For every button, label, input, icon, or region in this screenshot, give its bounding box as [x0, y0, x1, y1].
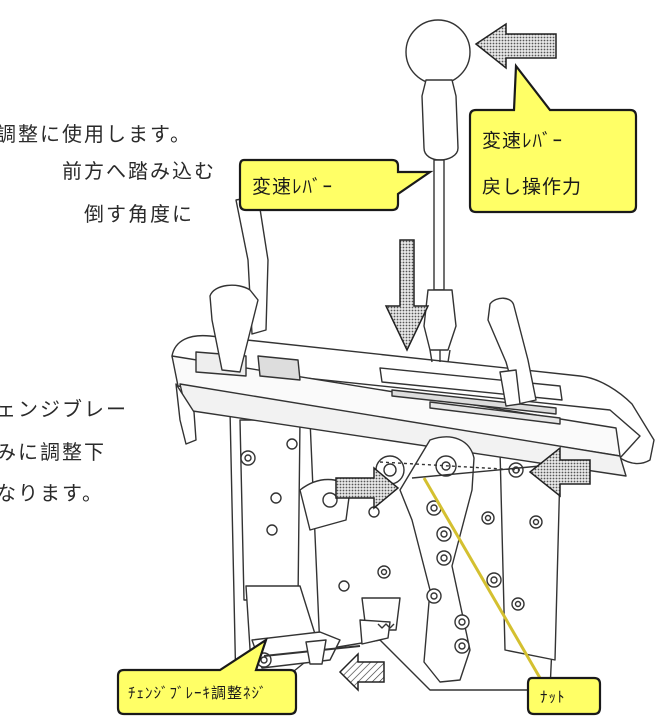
push-down-arrow-icon	[384, 239, 430, 352]
body-text-line-6: なります。	[0, 481, 104, 505]
right-pointing-arrow-icon	[335, 466, 400, 510]
return-force-callout-bubble	[468, 62, 638, 214]
body-text-line-4: ェンジブレー	[0, 397, 128, 421]
nut-callout-bubble	[526, 676, 602, 716]
return-force-arrow-icon	[474, 22, 557, 70]
shift-lever-callout-bubble	[238, 158, 434, 212]
adjust-direction-arrow-icon	[338, 652, 385, 692]
body-text-line-1: 調整に使用します。	[0, 122, 192, 146]
shift-lever-callout-text: 変速ﾚﾊﾞｰ	[252, 176, 334, 198]
body-text-line-3: 倒す角度に	[84, 202, 194, 226]
adjust-screw-callout-bubble	[116, 637, 298, 716]
body-text-line-2: 前方へ踏み込む	[62, 159, 216, 183]
return-force-callout-text-2: 戻し操作力	[482, 176, 583, 198]
body-text-line-5: みに調整下	[0, 440, 106, 464]
return-force-callout-text-1: 変速ﾚﾊﾞｰ	[482, 130, 564, 152]
nut-callout-text: ﾅｯﾄ	[540, 688, 566, 706]
left-pointing-arrow-icon	[528, 446, 591, 498]
nut-leader-line	[422, 477, 542, 679]
adjust-screw-callout-text: ﾁｪﾝｼﾞﾌﾞﾚｰｷ調整ﾈｼﾞ	[128, 684, 268, 702]
